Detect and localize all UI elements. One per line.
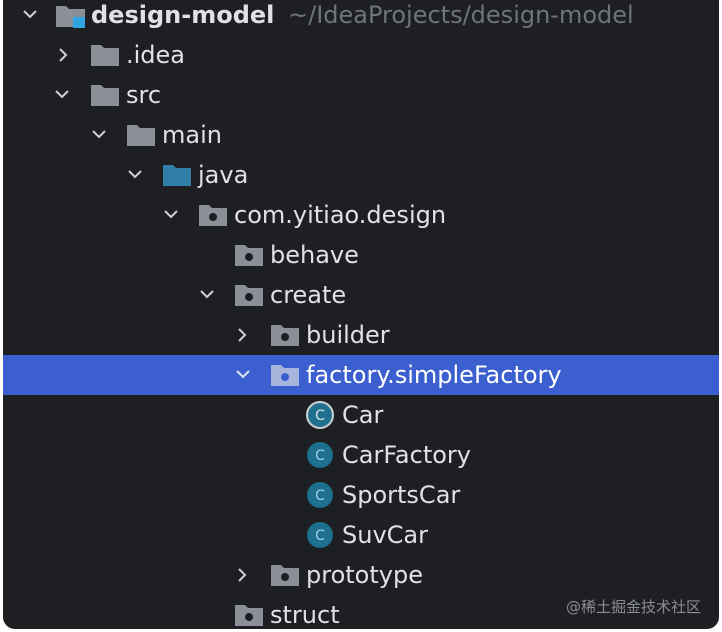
chevron-down-icon[interactable]	[55, 88, 69, 100]
tree-row-src[interactable]: src	[3, 75, 719, 115]
class-icon: C	[306, 521, 334, 549]
package-icon	[198, 203, 228, 227]
folder-label: java	[198, 161, 249, 189]
tree-row-class-suvcar[interactable]: C SuvCar	[3, 515, 719, 555]
class-label: SuvCar	[342, 521, 428, 549]
chevron-down-icon[interactable]	[128, 168, 142, 180]
package-icon	[234, 283, 264, 307]
svg-text:C: C	[315, 528, 325, 544]
package-label: prototype	[306, 561, 423, 589]
project-path: ~/IdeaProjects/design-model	[288, 1, 634, 29]
tree-row-class-car[interactable]: C Car	[3, 395, 719, 435]
tree-row-class-carfactory[interactable]: C CarFactory	[3, 435, 719, 475]
package-label: factory.simpleFactory	[306, 361, 562, 389]
tree-row-package[interactable]: com.yitiao.design	[3, 195, 719, 235]
tree-row-create[interactable]: create	[3, 275, 719, 315]
package-icon	[234, 243, 264, 267]
watermark: @稀土掘金技术社区	[565, 598, 701, 616]
class-label: Car	[342, 401, 384, 429]
package-label: create	[270, 281, 347, 309]
class-label: SportsCar	[342, 481, 461, 509]
class-label: CarFactory	[342, 441, 471, 469]
tree-row-prototype[interactable]: prototype	[3, 555, 719, 595]
source-folder-icon	[162, 163, 192, 187]
project-name: design-model	[91, 1, 275, 29]
tree-row-factory-selected[interactable]: factory.simpleFactory	[3, 355, 719, 395]
chevron-down-icon[interactable]	[164, 208, 178, 220]
chevron-down-icon[interactable]	[200, 288, 214, 300]
tree-row-main[interactable]: main	[3, 115, 719, 155]
package-label: builder	[306, 321, 390, 349]
class-icon: C	[306, 401, 334, 429]
folder-icon	[90, 43, 120, 67]
tree-row-project-root[interactable]: design-model ~/IdeaProjects/design-model	[3, 0, 719, 35]
class-icon: C	[306, 441, 334, 469]
package-label: com.yitiao.design	[234, 201, 447, 229]
package-label: behave	[270, 241, 359, 269]
module-folder-icon	[55, 3, 87, 29]
chevron-down-icon[interactable]	[23, 8, 37, 20]
class-icon: C	[306, 481, 334, 509]
chevron-right-icon[interactable]	[236, 328, 248, 342]
tree-row-struct[interactable]: struct	[3, 595, 719, 629]
package-label: struct	[270, 601, 340, 629]
folder-label: main	[162, 121, 222, 149]
svg-text:C: C	[315, 408, 325, 424]
svg-text:C: C	[315, 488, 325, 504]
tree-row-behave[interactable]: behave	[3, 235, 719, 275]
tree-row-builder[interactable]: builder	[3, 315, 719, 355]
folder-label: src	[126, 81, 162, 109]
project-tool-window: design-model ~/IdeaProjects/design-model…	[3, 0, 719, 629]
folder-icon	[90, 83, 120, 107]
package-icon	[270, 563, 300, 587]
tree-row-java[interactable]: java	[3, 155, 719, 195]
folder-label: .idea	[126, 41, 186, 69]
tree-row-idea[interactable]: .idea	[3, 35, 719, 75]
chevron-right-icon[interactable]	[236, 568, 248, 582]
tree-row-class-sportscar[interactable]: C SportsCar	[3, 475, 719, 515]
chevron-right-icon[interactable]	[57, 48, 69, 62]
chevron-down-icon[interactable]	[236, 368, 250, 380]
folder-icon	[126, 123, 156, 147]
package-icon	[270, 323, 300, 347]
package-icon	[234, 603, 264, 627]
svg-text:C: C	[315, 448, 325, 464]
chevron-down-icon[interactable]	[92, 128, 106, 140]
package-icon	[270, 363, 300, 387]
